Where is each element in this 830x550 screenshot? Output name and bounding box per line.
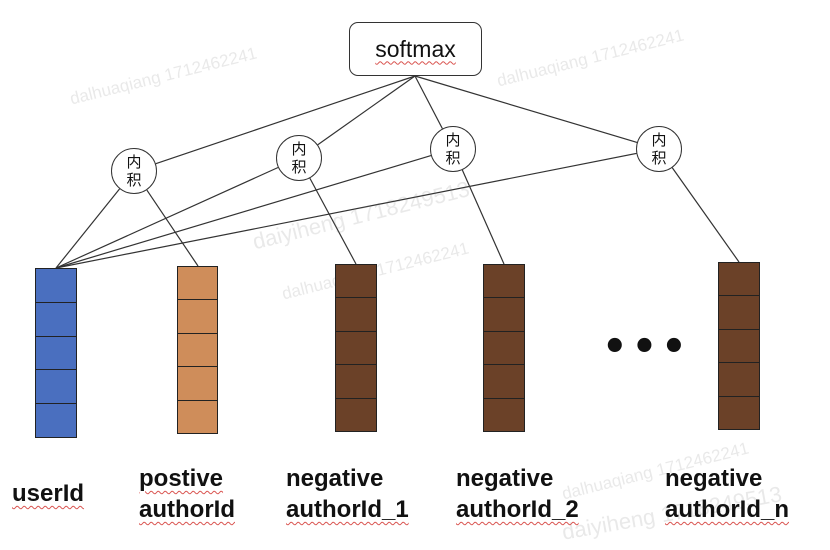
negative-author-1-embedding-vector	[335, 264, 377, 432]
user-id-label: userId	[12, 478, 84, 509]
edge-node-to-softmax	[317, 75, 416, 146]
vector-cell	[36, 370, 76, 405]
edge-author-to-node	[309, 177, 357, 265]
edge-author-to-node	[461, 169, 505, 265]
negative-author-2-label: negative authorId_2	[456, 463, 579, 525]
vector-cell	[484, 365, 524, 399]
label-line: negative	[665, 465, 763, 492]
inner-product-node-negative-n: 内积	[636, 126, 682, 172]
vector-cell	[336, 332, 376, 366]
positive-author-embedding-vector	[177, 266, 218, 434]
vector-cell	[36, 337, 76, 371]
vector-cell	[719, 296, 759, 330]
edge-user-to-node	[55, 155, 432, 269]
negative-author-1-label: negative authorId_1	[286, 463, 409, 525]
label-line: negative	[456, 465, 554, 492]
vector-cell	[719, 330, 759, 364]
vector-cell	[719, 363, 759, 397]
vector-cell	[484, 399, 524, 431]
vector-cell	[36, 269, 76, 303]
vector-cell	[178, 300, 217, 334]
vector-cell	[484, 332, 524, 366]
inner-product-label: 内积	[445, 131, 461, 167]
edge-node-to-softmax	[414, 75, 443, 129]
vector-cell	[36, 303, 76, 337]
label-line: authorId_n	[665, 496, 789, 523]
inner-product-label: 内积	[126, 153, 142, 189]
edge-user-to-node	[55, 152, 637, 269]
inner-product-label: 内积	[291, 140, 307, 176]
negative-author-n-embedding-vector	[718, 262, 760, 430]
softmax-box: softmax	[349, 22, 482, 76]
vector-cell	[36, 404, 76, 437]
vector-cell	[484, 265, 524, 299]
vector-cell	[719, 397, 759, 429]
edge-node-to-softmax	[414, 75, 638, 143]
label-line: authorId	[139, 496, 235, 523]
user-embedding-vector	[35, 268, 77, 438]
label-line: userId	[12, 480, 85, 507]
ellipsis: •••	[602, 324, 691, 370]
negative-author-n-label: negative authorId_n	[665, 463, 789, 525]
edge-node-to-softmax	[155, 75, 416, 165]
inner-product-node-positive: 内积	[111, 148, 157, 194]
edge-author-to-node	[146, 189, 199, 267]
vector-cell	[178, 334, 217, 368]
edge-user-to-node	[55, 166, 279, 269]
label-line: authorId_2	[456, 496, 579, 523]
vector-cell	[178, 367, 217, 401]
label-line: negative	[286, 465, 384, 492]
edge-user-to-node	[55, 188, 121, 269]
vector-cell	[336, 298, 376, 332]
negative-author-2-embedding-vector	[483, 264, 525, 432]
inner-product-node-negative-2: 内积	[430, 126, 476, 172]
vector-cell	[484, 298, 524, 332]
vector-cell	[178, 401, 217, 433]
inner-product-node-negative-1: 内积	[276, 135, 322, 181]
edge-author-to-node	[671, 167, 740, 263]
softmax-label: softmax	[375, 35, 456, 62]
vector-cell	[336, 399, 376, 431]
vector-cell	[336, 265, 376, 299]
label-line: postive	[139, 465, 224, 492]
vector-cell	[178, 267, 217, 301]
vector-cell	[336, 365, 376, 399]
vector-cell	[719, 263, 759, 297]
positive-author-label: postive authorId	[139, 463, 235, 525]
inner-product-label: 内积	[651, 131, 667, 167]
label-line: authorId_1	[286, 496, 409, 523]
